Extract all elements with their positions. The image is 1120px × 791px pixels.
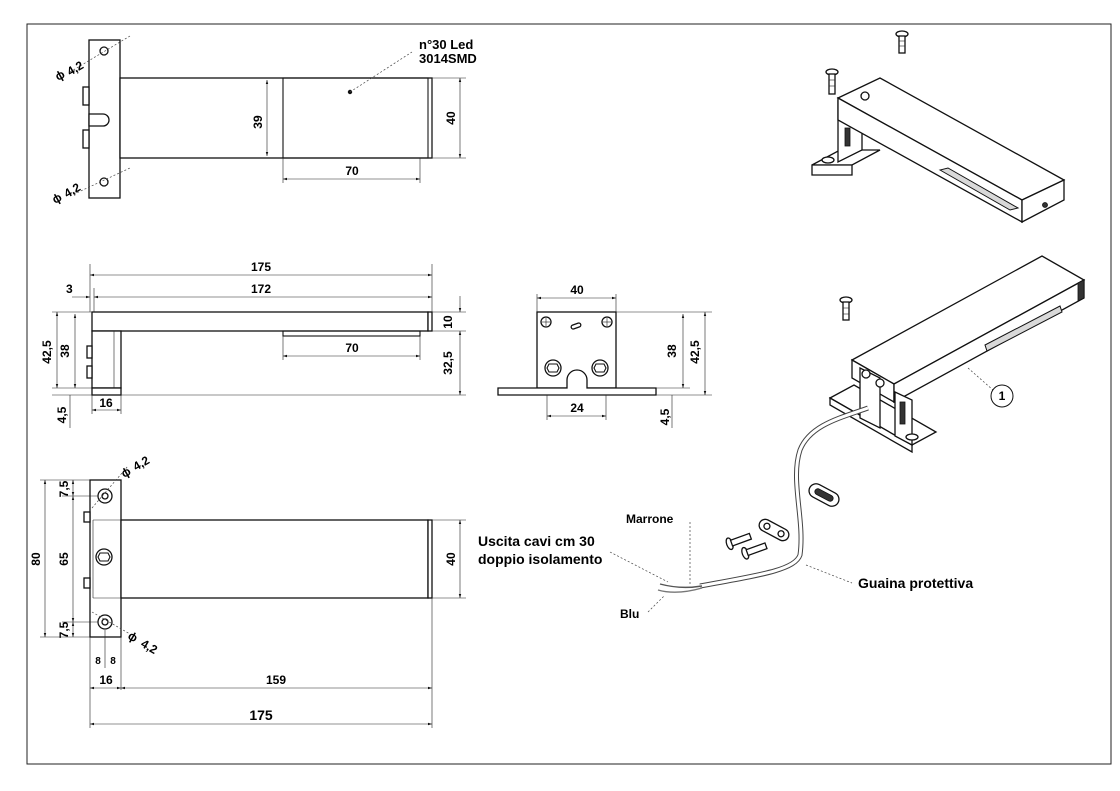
- side-view: 175 3 172 42,5 38 4,5 16 70 10 32,5: [40, 260, 466, 428]
- dim-middle: 65: [57, 552, 71, 566]
- front-view: 40 24 38 42,5 4,5: [497, 283, 712, 428]
- dim-half-a: 8: [95, 656, 101, 667]
- label-wire-brown: Marrone: [626, 512, 674, 526]
- mounting-plate: [91, 330, 122, 389]
- lamp-arm: [119, 77, 433, 159]
- dim-lower-height: 32,5: [441, 351, 455, 375]
- lamp-arm: [850, 255, 1086, 385]
- drawing-frame: [26, 23, 1112, 765]
- dim-arm-width: 40: [444, 552, 458, 566]
- dim-total-height: 42,5: [688, 340, 702, 364]
- label-sheath: Guaina protettiva: [858, 575, 973, 591]
- dim-height: 38: [58, 344, 72, 358]
- hole-diameter-bottom: 4,2: [139, 636, 161, 657]
- hole-diameter-top: 4,2: [131, 453, 153, 474]
- dim-arm-length: 172: [251, 282, 271, 296]
- dim-base: 4,5: [658, 408, 672, 425]
- led-note-line1: n°30 Led: [419, 37, 473, 52]
- callouts: Marrone Uscita cavi cm 30 doppio isolame…: [478, 512, 973, 621]
- dim-arm-length: 159: [266, 673, 286, 687]
- dim-slot: 24: [570, 401, 584, 415]
- part-number: 1: [999, 389, 1006, 403]
- hole-diameter-symbol: ϕ: [126, 628, 141, 645]
- screw-icon: [825, 68, 839, 95]
- wire-brown: [659, 583, 703, 589]
- label-wire-blue: Blu: [620, 607, 639, 621]
- dim-half-b: 8: [110, 656, 116, 667]
- dim-arm-thickness: 10: [441, 315, 455, 329]
- dim-led-length: 70: [345, 164, 359, 178]
- top-view: ϕ 4,2 ϕ 4,2 n°30 Led 3014SMD 39 40 70: [50, 35, 477, 207]
- hole-diameter-bottom: 4,2: [62, 180, 84, 201]
- dim-total: 80: [29, 552, 43, 566]
- hole-diameter-symbol: ϕ: [53, 67, 68, 84]
- isometric-view-top: [811, 30, 1066, 224]
- bottom-view: ϕ 4,2 ϕ 4,2 80 7,5 65 7,5 40 8 8 16 159: [29, 453, 466, 728]
- label-cable-exit-line2: doppio isolamento: [478, 551, 602, 567]
- spacer-icon: [808, 483, 840, 507]
- dim-base: 4,5: [55, 406, 69, 423]
- screw-icon: [741, 542, 768, 560]
- dim-base-width: 16: [99, 673, 113, 687]
- isometric-view-bottom: 1: [828, 255, 1086, 454]
- dim-total-height: 42,5: [40, 340, 54, 364]
- dim-height: 38: [665, 344, 679, 358]
- dim-bottom-margin: 7,5: [57, 621, 71, 638]
- dim-width: 40: [570, 283, 584, 297]
- screw-icon: [839, 296, 853, 321]
- lamp-arm: [91, 311, 429, 332]
- led-strip: [282, 330, 421, 337]
- dim-total-length: 175: [249, 707, 273, 723]
- hole-diameter-top: 4,2: [65, 58, 87, 79]
- mounting-hole-icon: [99, 46, 109, 56]
- led-note-line2: 3014SMD: [419, 51, 477, 66]
- base-foot: [91, 387, 122, 396]
- dim-led-length: 70: [345, 341, 359, 355]
- cable: [657, 405, 869, 593]
- hole-diameter-symbol: ϕ: [119, 464, 134, 481]
- part-number-circle: [990, 384, 1014, 408]
- dim-height-inner: 39: [251, 115, 265, 129]
- hole-diameter-symbol: ϕ: [50, 190, 65, 207]
- base-foot: [497, 369, 657, 396]
- dim-offset: 3: [66, 282, 73, 296]
- wire-blue: [657, 587, 703, 593]
- accessories: [725, 483, 840, 560]
- lamp-arm: [120, 519, 429, 599]
- cable-sheath: [699, 405, 869, 589]
- dim-total-length: 175: [251, 260, 271, 274]
- dim-height-outer: 40: [444, 111, 458, 125]
- label-cable-exit-line1: Uscita cavi cm 30: [478, 533, 595, 549]
- screw-icon: [895, 30, 909, 54]
- spacer-icon: [758, 518, 790, 542]
- screw-icon: [725, 532, 753, 551]
- dim-top-margin: 7,5: [57, 480, 71, 497]
- dim-base-width: 16: [99, 396, 113, 410]
